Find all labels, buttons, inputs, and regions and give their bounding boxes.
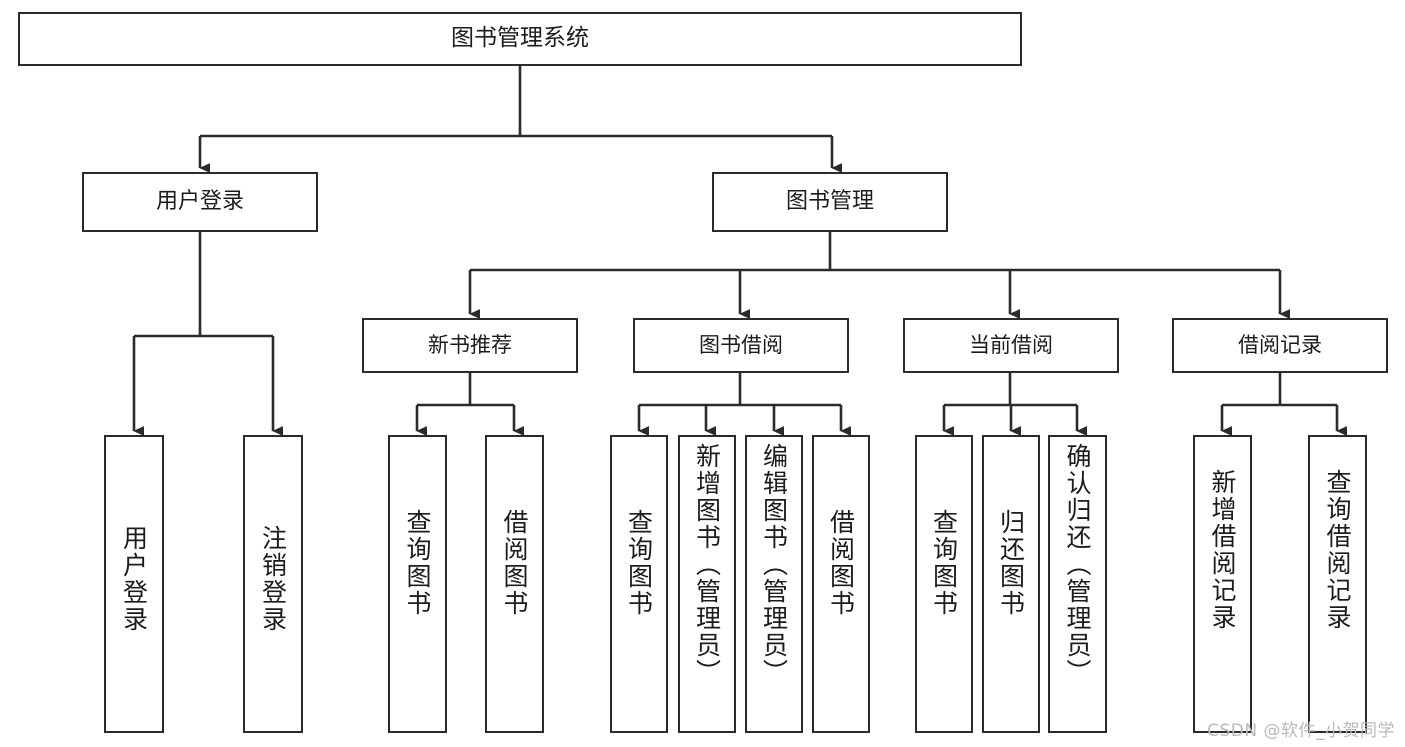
node-label: 用户登录	[155, 189, 244, 215]
node-label: 图书管理	[785, 189, 874, 215]
leaf-book-borrow-edit-book-admin[interactable]: 编辑图书（管理员）	[745, 435, 803, 733]
node-label: 编辑图书（管理员）	[759, 443, 789, 686]
node-label: 新增图书（管理员）	[692, 443, 722, 686]
leaf-borrow-record-query-record[interactable]: 查询借阅记录	[1308, 435, 1367, 733]
node-label: 注销登录	[258, 525, 288, 633]
node-label: 图书管理系统	[451, 25, 589, 52]
node-label: 查询图书	[929, 509, 959, 617]
node-root-book-management-system[interactable]: 图书管理系统	[18, 12, 1022, 66]
node-book-management[interactable]: 图书管理	[712, 172, 948, 232]
node-label: 新增借阅记录	[1208, 469, 1237, 631]
node-label: 当前借阅	[969, 333, 1053, 358]
node-book-borrow[interactable]: 图书借阅	[633, 318, 849, 373]
leaf-current-borrow-confirm-return-admin[interactable]: 确认归还（管理员）	[1048, 435, 1107, 733]
node-label: 确认归还（管理员）	[1063, 443, 1092, 686]
leaf-new-book-borrow-book[interactable]: 借阅图书	[485, 435, 544, 733]
node-label: 借阅图书	[826, 509, 856, 617]
node-user-login[interactable]: 用户登录	[82, 172, 318, 232]
node-current-borrow[interactable]: 当前借阅	[903, 318, 1119, 373]
leaf-user-login-login[interactable]: 用户登录	[104, 435, 164, 733]
leaf-book-borrow-query-book[interactable]: 查询图书	[610, 435, 668, 733]
leaf-book-borrow-borrow-book[interactable]: 借阅图书	[812, 435, 870, 733]
node-label: 归还图书	[996, 509, 1026, 617]
node-label: 借阅记录	[1238, 333, 1322, 358]
node-label: 查询图书	[624, 509, 654, 617]
node-label: 查询图书	[403, 509, 432, 617]
node-label: 新书推荐	[428, 333, 512, 358]
leaf-user-login-logout[interactable]: 注销登录	[243, 435, 303, 733]
node-label: 借阅图书	[500, 509, 529, 617]
leaf-current-borrow-query-book[interactable]: 查询图书	[915, 435, 973, 733]
leaf-borrow-record-add-record[interactable]: 新增借阅记录	[1193, 435, 1252, 733]
node-borrow-record[interactable]: 借阅记录	[1172, 318, 1388, 373]
leaf-current-borrow-return-book[interactable]: 归还图书	[982, 435, 1040, 733]
leaf-new-book-query-book[interactable]: 查询图书	[388, 435, 447, 733]
node-new-book-recommend[interactable]: 新书推荐	[362, 318, 578, 373]
node-label: 用户登录	[119, 525, 149, 633]
node-label: 图书借阅	[699, 333, 783, 358]
leaf-book-borrow-add-book-admin[interactable]: 新增图书（管理员）	[678, 435, 736, 733]
node-label: 查询借阅记录	[1323, 469, 1352, 631]
watermark-text: CSDN @软件_小贺同学	[1207, 721, 1395, 741]
